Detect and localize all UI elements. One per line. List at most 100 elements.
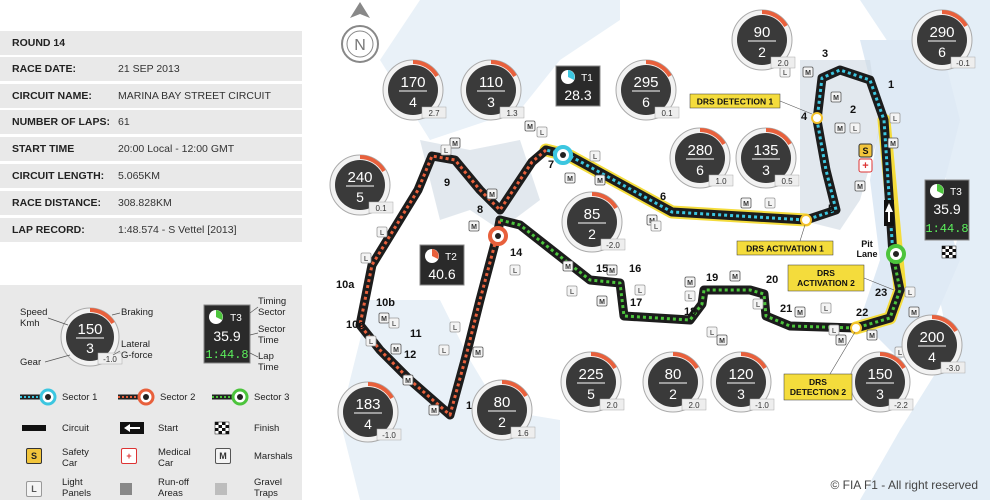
- marshal-marker-icon: M: [794, 306, 806, 318]
- svg-text:L: L: [540, 130, 545, 137]
- light-panel-marker-icon: L: [828, 324, 840, 336]
- safety-car-icon: S: [26, 448, 42, 464]
- gauge-g-force: 1.3: [506, 109, 518, 118]
- light-panel-marker-icon: L: [536, 126, 548, 138]
- legend-start-symbol: [120, 422, 144, 434]
- light-panel-marker-icon: L: [589, 150, 601, 162]
- legend-runoff-label: Run-off Areas: [158, 477, 189, 499]
- corner-label: 6: [660, 191, 666, 203]
- safety-car-marker-icon: S: [858, 143, 873, 158]
- svg-text:L: L: [832, 328, 837, 335]
- gauge-speed: 183: [355, 396, 380, 413]
- gauge-gear: 4: [928, 349, 936, 365]
- marshal-marker-icon: M: [854, 180, 866, 192]
- safety-car-marker-letter: S: [862, 146, 868, 156]
- legend-light-panels-label: Light Panels: [62, 477, 92, 499]
- marshal-marker-icon: M: [740, 197, 752, 209]
- legend-sector2-symbol: [118, 388, 155, 406]
- legend-timing-sector: T3: [230, 313, 242, 324]
- svg-text:M: M: [599, 299, 605, 306]
- gauge-speed: 200: [919, 329, 944, 346]
- speed-gauge: 852-2.0: [561, 191, 626, 253]
- light-panel-marker-icon: L: [365, 335, 377, 347]
- marshal-marker-icon: M: [908, 306, 920, 318]
- corner-label: 23: [875, 287, 887, 299]
- gauge-g-force: 1.0: [715, 177, 727, 186]
- gauge-gear: 6: [938, 44, 946, 60]
- marshal-marker-icon: M: [402, 374, 414, 386]
- marshal-marker-icon: M: [428, 404, 440, 416]
- gauge-gear: 2: [669, 386, 677, 402]
- corner-label: 1: [888, 79, 894, 91]
- north-compass: N: [341, 2, 379, 63]
- light-panel-marker-icon: L: [509, 264, 521, 276]
- gauge-speed: 280: [687, 142, 712, 159]
- legend-gravel-label: Gravel Traps: [254, 477, 282, 499]
- gauge-g-force: 1.6: [517, 429, 529, 438]
- corner-label: 4: [801, 111, 808, 123]
- gauge-g-force: -1.0: [755, 401, 769, 410]
- svg-text:L: L: [898, 350, 903, 357]
- gauge-speed: 290: [929, 24, 954, 41]
- corner-label: 11: [410, 328, 422, 340]
- gauge-speed: 135: [753, 142, 778, 159]
- svg-text:L: L: [824, 306, 829, 313]
- gauge-g-force: 2.0: [777, 59, 789, 68]
- legend-graphics: 150 3 -1.0 T3 35.9 1:44.8: [20, 304, 259, 495]
- legend-lateral-label: Lateral G-force: [121, 339, 153, 361]
- light-panel-marker-icon: L: [820, 302, 832, 314]
- corner-label: 22: [856, 307, 868, 319]
- legend-timing-box: T3 35.9 1:44.8: [203, 304, 251, 364]
- legend-gauge: 150 3 -1.0: [60, 307, 123, 367]
- svg-text:L: L: [570, 289, 575, 296]
- corner-label: 15: [596, 263, 608, 275]
- gauge-gear: 4: [364, 416, 372, 432]
- marshal-marker-icon: M: [486, 188, 498, 200]
- svg-text:M: M: [489, 192, 495, 199]
- marshal-marker-icon: M: [468, 220, 480, 232]
- info-row-circuit: CIRCUIT NAME:MARINA BAY STREET CIRCUIT: [0, 84, 302, 108]
- marshal-marker-icon: M: [472, 346, 484, 358]
- svg-text:M: M: [732, 274, 738, 281]
- drs-detection-1-box: DRS DETECTION 1: [689, 93, 813, 115]
- marshal-marker-icon: M: [390, 343, 402, 355]
- svg-text:L: L: [392, 321, 397, 328]
- corner-label: 9: [444, 177, 450, 189]
- corner-label: 14: [510, 247, 523, 259]
- gauge-g-force: -2.0: [606, 241, 620, 250]
- marshal-marker-icon: M: [524, 120, 536, 132]
- gauge-speed: 90: [754, 24, 771, 41]
- medical-car-marker-icon: +: [858, 158, 873, 173]
- svg-text:M: M: [911, 310, 917, 317]
- gauge-gear: 3: [487, 94, 495, 110]
- info-row-lap-record: LAP RECORD:1:48.574 - S Vettel [2013]: [0, 218, 302, 242]
- light-panel-marker-icon: L: [904, 286, 916, 298]
- svg-text:M: M: [475, 350, 481, 357]
- gauge-speed: 170: [400, 74, 425, 91]
- corner-label: 2: [850, 104, 856, 116]
- svg-text:L: L: [688, 294, 693, 301]
- corner-label: 5: [828, 203, 834, 215]
- svg-text:L: L: [364, 256, 369, 263]
- gauge-speed: 85: [584, 206, 601, 223]
- light-panel-marker-icon: L: [376, 226, 388, 238]
- marshal-marker-icon: M: [606, 264, 618, 276]
- timing-lap: 1:44.8: [925, 222, 968, 236]
- timing-sector: T1: [581, 73, 593, 84]
- svg-text:L: L: [783, 70, 788, 77]
- gauge-gear: 2: [498, 414, 506, 430]
- light-panel-marker-icon: L: [360, 252, 372, 264]
- svg-text:M: M: [452, 141, 458, 148]
- gauge-g-force: 2.7: [428, 109, 440, 118]
